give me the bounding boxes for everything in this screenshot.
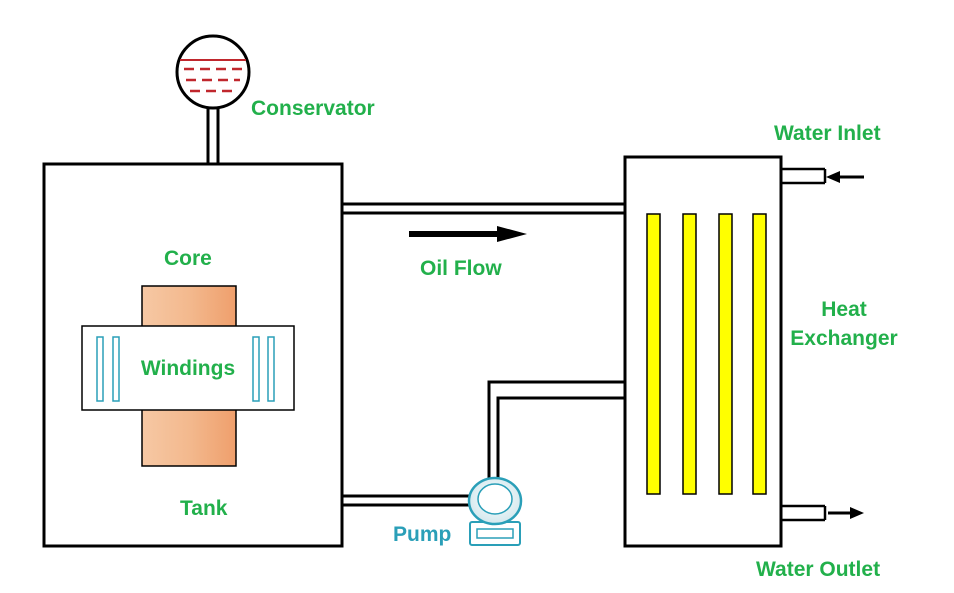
water-inlet-pipe <box>781 167 827 185</box>
oil-level-dashes <box>184 67 242 93</box>
cooling-tubes <box>646 213 767 495</box>
label-heat: Heat <box>821 298 867 321</box>
oil-pipe-bottom <box>342 494 470 507</box>
label-core: Core <box>164 247 212 270</box>
label-windings: Windings <box>141 357 235 380</box>
conservator-pipe <box>206 108 220 164</box>
oil-pipe-return <box>487 380 625 480</box>
label-exchanger: Exchanger <box>790 327 897 350</box>
windings <box>81 325 295 411</box>
pump-icon <box>467 476 523 546</box>
arrow-left-icon <box>826 171 864 183</box>
conservator <box>175 34 251 110</box>
label-pump: Pump <box>393 523 451 546</box>
water-outlet-pipe <box>781 504 827 522</box>
label-conservator: Conservator <box>251 97 375 120</box>
label-tank: Tank <box>180 497 228 520</box>
arrow-right-icon <box>828 507 864 519</box>
label-oil-flow: Oil Flow <box>420 257 502 280</box>
arrow-right-icon <box>409 226 527 242</box>
label-water-outlet: Water Outlet <box>756 558 880 581</box>
label-water-inlet: Water Inlet <box>774 122 881 145</box>
tank <box>42 162 344 548</box>
oil-pipe-top <box>342 202 625 215</box>
